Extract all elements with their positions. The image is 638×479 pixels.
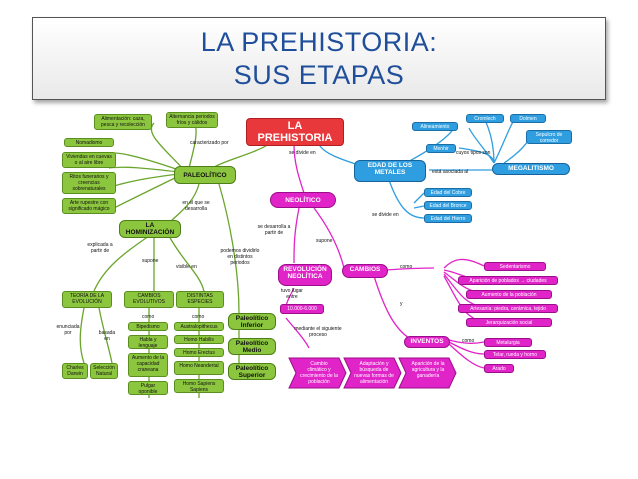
box-pal-superior: Paleolítico Superior [228, 363, 276, 380]
label-cuyos: cuyos tipos son [456, 150, 491, 156]
box-jerarquizacion: Jerarquización social [466, 318, 552, 327]
box-pal-medio: Paleolítico Medio [228, 338, 276, 355]
label-como-2: como [192, 314, 205, 320]
slide-title-line-2: SUS ETAPAS [233, 60, 405, 90]
node-revolucion: REVOLUCIÓN NEOLÍTICA [278, 264, 332, 286]
label-como-1: como [142, 314, 155, 320]
process-adaptacion: Adaptación y búsqueda de nuevas formas d… [354, 361, 394, 385]
label-tuvo-lugar: tuvo lugar entre [281, 288, 303, 300]
label-visible: visible en [176, 264, 197, 270]
label-como-neo: como [400, 264, 413, 270]
box-habla: Habla y lenguaje [128, 335, 168, 349]
box-cambios-evolutivos: CAMBIOS EVOLUTIVOS [124, 291, 174, 308]
process-shape-2 [343, 357, 402, 389]
box-telar: Telar, rueda y horno [484, 350, 546, 359]
box-erectus: Homo Erectus [174, 348, 224, 357]
box-metalurgia: Metalurgia [484, 338, 532, 347]
box-sepulcro: Sepulcro de corredor [526, 130, 572, 144]
box-arado: Arado [484, 364, 514, 373]
node-inventos: INVENTOS [404, 336, 450, 348]
box-aumento-craneana: Aumento de la capacidad craneana [128, 353, 168, 377]
box-seleccion: Selección Natural [90, 363, 118, 379]
box-sedentarismo: Sedentarismo [484, 262, 546, 271]
box-distintas-especies: DISTINTAS ESPECIES [176, 291, 224, 308]
box-viviendas: Viviendas en cuevas o al aire libre [62, 152, 116, 168]
box-aumento-poblacion: Aumento de la población [466, 290, 552, 299]
node-edad-metales: EDAD DE LOS METALES [354, 160, 426, 182]
box-pulgar: Pulgar oponible [128, 381, 168, 395]
node-neolitico: NEOLÍTICO [270, 192, 336, 208]
box-alimentacion: Alimentación: caza, pesca y recolección [94, 114, 152, 130]
label-explicada: explicada a partir de [87, 242, 113, 254]
label-como-inventos: como [462, 338, 475, 344]
label-caracterizado: caracterizado por [190, 140, 229, 146]
box-nomadismo: Nomadismo [64, 138, 114, 147]
box-habilis: Homo Habilis [174, 335, 224, 344]
box-neandertal: Homo Neandertal [174, 361, 224, 375]
box-australopithecus: Australopithecus [174, 322, 224, 331]
label-y: y [400, 301, 403, 307]
slide-title-line-1: LA PREHISTORIA: [200, 27, 438, 57]
box-poblados: Aparición de poblados → ciudades [458, 276, 558, 285]
label-basada: basada en [98, 330, 116, 342]
process-cambio-climatico: Cambio climático y crecimiento de la pob… [300, 361, 338, 385]
node-paleolitico: PALEOLÍTICO [174, 166, 236, 184]
box-bipedismo: Bipedismo [128, 322, 168, 331]
label-desarrolla: se desarrolla a partir de [257, 224, 291, 236]
process-shape-1 [288, 357, 347, 389]
root-node: LA PREHISTORIA [246, 118, 344, 146]
box-hierro: Edad del Hierro [424, 214, 472, 223]
label-en-el-que: en el que se desarrolla [182, 200, 210, 212]
box-darwin: Charles Darwin [62, 363, 88, 379]
node-megalitismo: MEGALITISMO [492, 163, 570, 175]
box-arte: Arte rupestre con significado mágico [62, 198, 116, 214]
process-aparicion: Aparición de la agricultura y la ganader… [411, 361, 445, 379]
box-alternancia: Alternancia periodos fríos y cálidos [166, 112, 218, 128]
box-menhir: Menhir [426, 144, 456, 153]
label-podemos: podemos dividirlo en distintos periodos [220, 248, 260, 266]
label-enunciada: enunciada por [56, 324, 80, 336]
label-supone-pal: supone [142, 258, 159, 264]
box-sapiens: Homo Sapiens Sapiens [174, 379, 224, 393]
box-bronce: Edad del Bronce [424, 201, 472, 210]
concept-map: LA PREHISTORIA se divide en Alimentación… [54, 108, 584, 406]
label-se-divide-metales: se divide en [372, 212, 399, 218]
box-cobre: Edad del Cobre [424, 188, 472, 197]
label-supone-neo: supone [316, 238, 333, 244]
node-hominizacion: LA HOMINIZACIÓN [119, 220, 181, 238]
label-mediante: mediante el siguiente proceso [294, 326, 342, 338]
box-teoria: TEORÍA DE LA EVOLUCIÓN [62, 291, 112, 308]
label-asociada: está asociada al [432, 169, 469, 175]
box-dolmen: Dolmen [510, 114, 546, 123]
box-pal-inferior: Paleolítico Inferior [228, 313, 276, 330]
box-cromlech: Cromlech [466, 114, 504, 123]
box-fechas: 10.000-6.000 [280, 304, 324, 314]
node-cambios: CAMBIOS [342, 264, 388, 278]
label-divide: se divide en [289, 150, 316, 156]
box-alineamiento: Alineamiento [412, 122, 458, 131]
box-ritos: Ritos funerarios y creencias sobrenatura… [62, 172, 116, 194]
title-box: LA PREHISTORIA: SUS ETAPAS [32, 17, 606, 100]
process-shape-3 [398, 357, 457, 389]
box-artesania: Artesanía: piedra, cerámica, tejido [458, 304, 558, 313]
